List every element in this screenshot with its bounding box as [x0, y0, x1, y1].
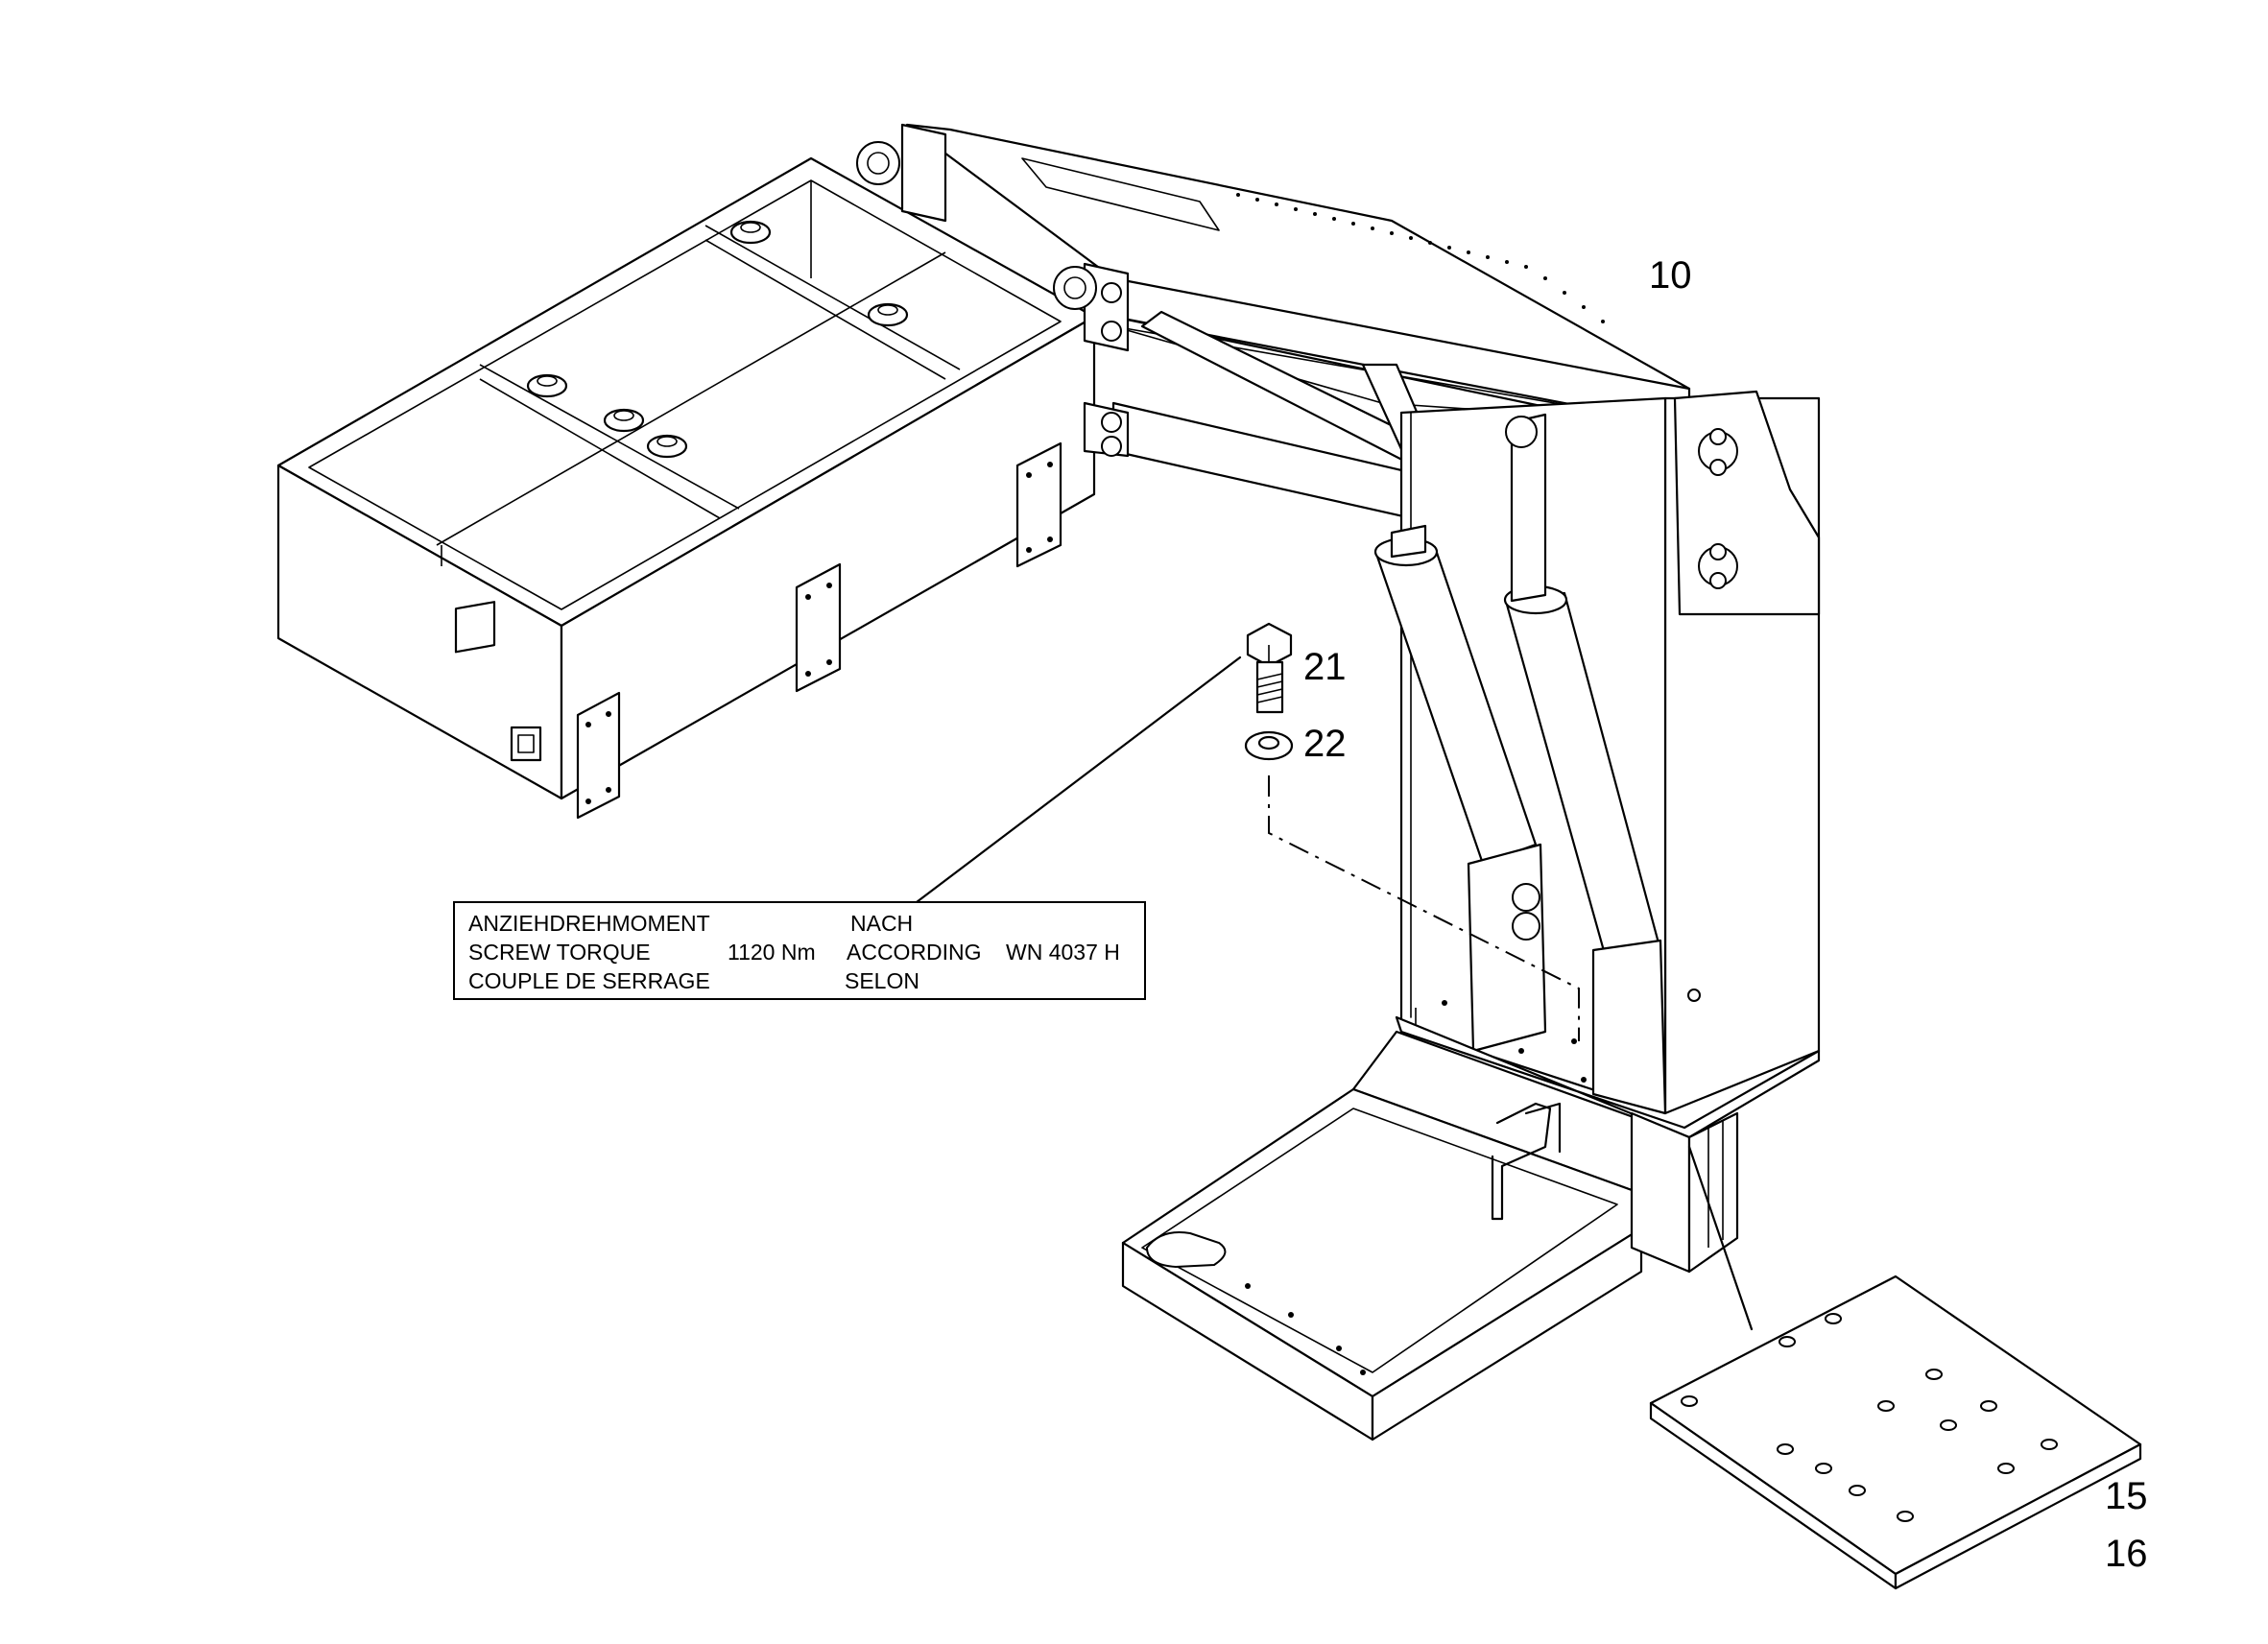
assembly-centerline [1268, 775, 1580, 1041]
counterweight-box [276, 156, 1096, 820]
hex-bolt [1246, 622, 1293, 714]
base-plate [1649, 1275, 2142, 1590]
rubber-pad [526, 220, 909, 459]
note-label-de: ANZIEHDREHMOMENT [468, 911, 710, 936]
bolt-hole [1681, 1313, 2058, 1522]
torque-note-box: ANZIEHDREHMOMENT NACH SCREW TORQUE 1120 … [453, 901, 1146, 1000]
note-according-fr: SELON [845, 968, 919, 993]
callout-15: 15 [2105, 1475, 2148, 1517]
callout-21: 21 [1303, 646, 1347, 688]
mounting-bracket [576, 441, 1062, 820]
leader-line-base-plate [1687, 1145, 1754, 1331]
washer [1244, 730, 1294, 761]
note-torque-value: 1120 Nm [728, 940, 816, 965]
crane-base [1121, 1015, 1821, 1441]
callout-22: 22 [1303, 723, 1347, 765]
note-standard: WN 4037 H [1006, 940, 1120, 965]
note-label-en: SCREW TORQUE [468, 940, 651, 965]
hydraulic-cylinder [1373, 413, 1667, 1115]
note-label-fr: COUPLE DE SERRAGE [468, 968, 710, 993]
callout-16: 16 [2105, 1533, 2148, 1575]
note-according-en: ACCORDING [847, 940, 982, 965]
leader-line-torque-note [915, 655, 1242, 904]
rivet-row [1236, 193, 1605, 323]
callout-10: 10 [1649, 254, 1692, 297]
crane-column [1373, 390, 1821, 1115]
note-according-de: NACH [850, 911, 913, 936]
